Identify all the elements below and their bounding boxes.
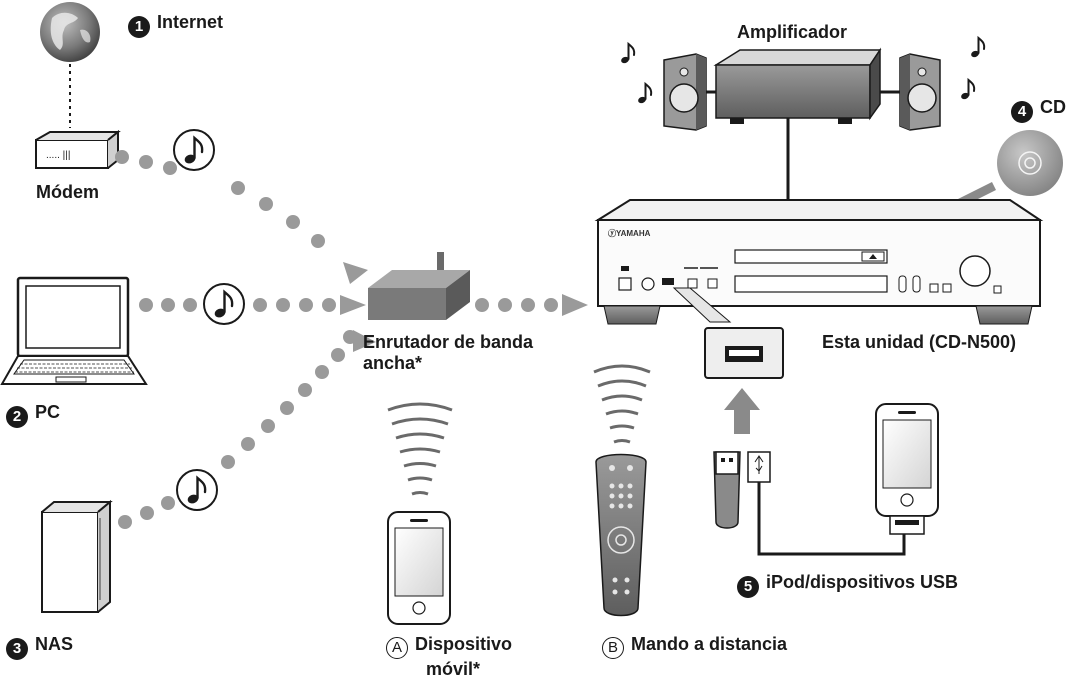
usb-stick-icon xyxy=(713,451,741,529)
laptop-icon xyxy=(0,276,148,385)
router-label-line2: ancha* xyxy=(363,353,423,373)
router-label-line1: Enrutador de banda xyxy=(363,332,534,352)
badge-b: B xyxy=(602,637,624,659)
front-usb-port xyxy=(662,278,674,285)
badge-5: 5 xyxy=(737,576,759,598)
unit-label: Esta unidad (CD-N500) xyxy=(822,332,1017,352)
speaker-icon xyxy=(899,53,941,131)
music-note-icon xyxy=(172,128,216,172)
nas-text: NAS xyxy=(35,634,74,654)
router-label: Enrutador de banda ancha* xyxy=(363,332,533,374)
speaker-icon xyxy=(663,53,707,131)
usb-devices-label: 5 iPod/dispositivos USB xyxy=(737,572,958,598)
modem-router-dots xyxy=(115,150,325,248)
badge-3: 3 xyxy=(6,638,28,660)
pc-text: PC xyxy=(35,402,61,422)
power-button[interactable] xyxy=(618,277,632,291)
usb-port-icon xyxy=(672,287,784,379)
music-note-icon xyxy=(969,37,986,60)
music-note-icon xyxy=(175,468,219,512)
remote-text: Mando a distancia xyxy=(631,634,788,654)
nas-icon xyxy=(41,499,113,613)
cd-player-icon: ⓨYAMAHA xyxy=(594,199,1044,325)
badge-2: 2 xyxy=(6,406,28,428)
modem-label: Módem xyxy=(36,182,99,202)
modem-icon: ..... ||| xyxy=(35,129,121,169)
music-note-icon xyxy=(202,282,246,326)
router-unit-dots xyxy=(475,298,558,312)
cd-disc-icon xyxy=(997,130,1063,196)
remote-icon xyxy=(595,453,647,617)
cd-text: CD xyxy=(1040,97,1066,117)
nas-router-dots xyxy=(118,330,357,529)
amplifier-icon xyxy=(713,47,882,124)
wireless-signal-icon xyxy=(387,402,453,496)
pc-label: 2 PC xyxy=(6,402,60,428)
globe-icon xyxy=(40,2,100,62)
music-note-icon xyxy=(959,79,976,102)
badge-a: A xyxy=(386,637,408,659)
ipod-icon xyxy=(875,403,939,535)
internet-text: Internet xyxy=(157,12,224,32)
cd-label: 4 CD xyxy=(1011,97,1066,123)
wireless-signal-icon xyxy=(593,364,651,444)
mobile-text-line1: Dispositivo xyxy=(415,634,513,654)
volume-knob[interactable] xyxy=(959,255,991,287)
music-note-icon xyxy=(636,83,653,106)
nas-label: 3 NAS xyxy=(6,634,73,660)
amplifier-label: Amplificador xyxy=(737,22,848,42)
usb-cable-icon xyxy=(747,451,906,556)
modem-display: ..... ||| xyxy=(46,150,70,161)
music-note-icon xyxy=(619,43,636,66)
connection-arrowheads xyxy=(340,262,588,352)
usb-devices-text: iPod/dispositivos USB xyxy=(766,572,959,592)
usb-up-arrow xyxy=(724,388,760,434)
badge-1: 1 xyxy=(128,16,150,38)
yamaha-logo: ⓨYAMAHA xyxy=(608,228,651,238)
router-icon xyxy=(368,252,470,320)
pc-router-dots xyxy=(139,298,336,312)
phone-icon xyxy=(387,511,451,625)
badge-4: 4 xyxy=(1011,101,1033,123)
remote-label: B Mando a distancia xyxy=(602,634,787,659)
internet-label: 1 Internet xyxy=(128,12,223,38)
